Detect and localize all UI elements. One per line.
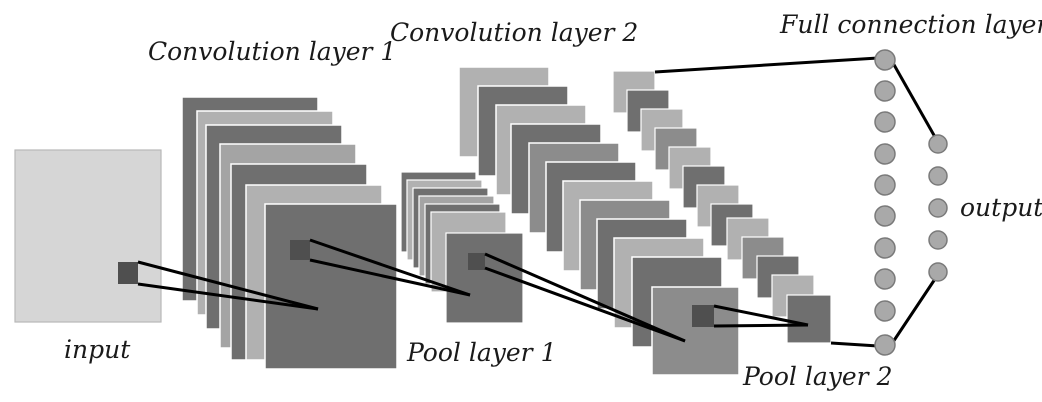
label-conv2: Convolution layer 2 — [390, 18, 638, 47]
fc-node — [874, 174, 896, 196]
output-node — [928, 262, 948, 282]
fc-output-line — [891, 62, 937, 138]
label-output: output — [960, 193, 1042, 222]
kernel-squares — [118, 240, 714, 327]
output-node — [928, 134, 948, 154]
connector-line — [137, 282, 319, 311]
output-node — [928, 230, 948, 250]
connector-line — [654, 56, 879, 74]
fc-node — [874, 205, 896, 227]
conv1-feature-maps — [181, 96, 398, 370]
label-pool1: Pool layer 1 — [406, 338, 556, 367]
fc-node — [874, 49, 896, 71]
label-conv1: Convolution layer 1 — [148, 37, 396, 66]
output-node — [928, 166, 948, 186]
input-image — [14, 149, 162, 323]
pool2-map-front — [786, 294, 832, 344]
label-pool2: Pool layer 2 — [742, 362, 892, 391]
receptive-field-lines — [137, 56, 879, 348]
fc-node — [874, 268, 896, 290]
kernel-input — [118, 262, 138, 284]
fc-node — [874, 143, 896, 165]
connector-line — [137, 260, 319, 311]
fc-node — [874, 300, 896, 322]
connector-line — [484, 266, 686, 343]
output-nodes — [928, 134, 948, 282]
fc-node — [874, 111, 896, 133]
conv1-map-front — [264, 203, 398, 370]
kernel-conv2 — [692, 305, 714, 327]
fc-node — [874, 334, 896, 356]
connector-line — [713, 304, 809, 327]
connector-line — [830, 341, 879, 348]
pool1-feature-maps — [400, 171, 524, 324]
label-fc: Full connection layer — [779, 10, 1042, 39]
connector-line — [309, 238, 471, 297]
fc-node — [874, 80, 896, 102]
kernel-conv1 — [290, 240, 310, 260]
label-input: input — [64, 335, 131, 364]
connector-line — [713, 323, 809, 328]
fc-output-line — [891, 278, 937, 343]
pool2-feature-maps — [612, 70, 832, 344]
connector-line — [484, 252, 686, 343]
kernel-pool1 — [468, 253, 485, 270]
fc-node — [874, 237, 896, 259]
full-connection-nodes — [874, 49, 896, 356]
connector-line — [309, 258, 471, 297]
conv2-map-front — [651, 286, 740, 376]
fc-output-lines — [891, 62, 937, 343]
conv2-feature-maps — [458, 66, 740, 376]
output-node — [928, 198, 948, 218]
